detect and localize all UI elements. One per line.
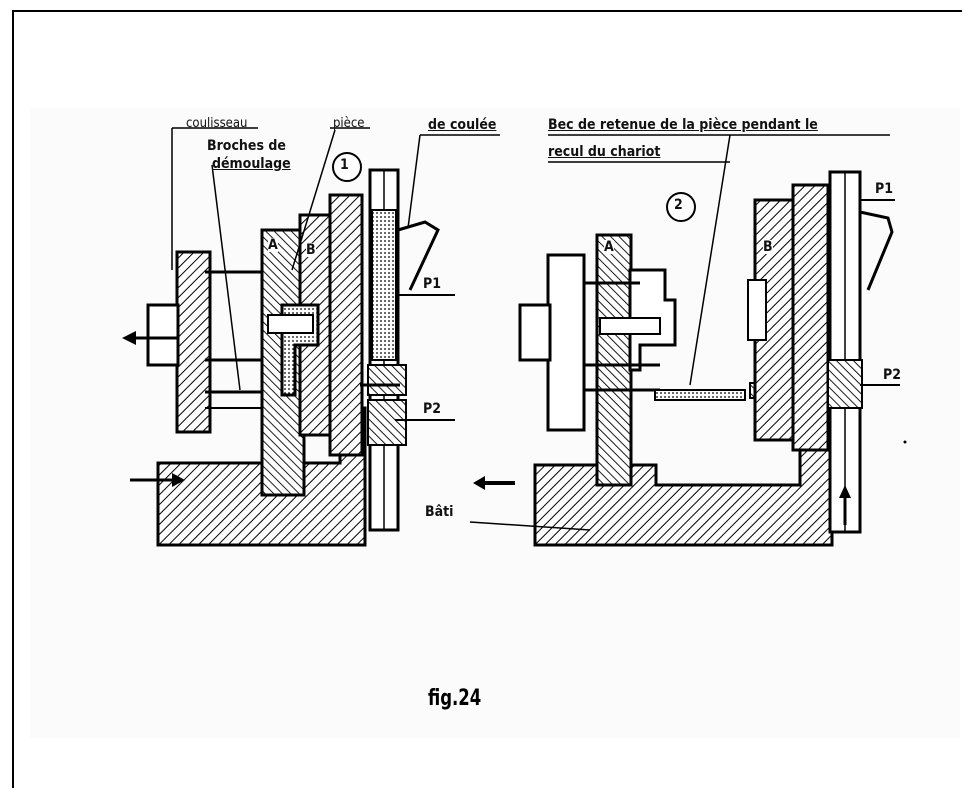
left-label-a: A <box>268 237 278 253</box>
page-frame <box>12 10 962 788</box>
left-panel-number: 1 <box>340 157 349 173</box>
right-label-b: B <box>763 239 773 255</box>
right-label-p2: P2 <box>883 367 901 383</box>
right-panel-drawing <box>469 134 907 547</box>
left-label-p2: P2 <box>423 401 441 417</box>
right-label-p1: P1 <box>875 181 893 197</box>
label-broches-line1: Broches de <box>207 138 286 154</box>
label-coulisseau: coulisseau <box>186 116 248 131</box>
left-label-p1: P1 <box>423 276 441 292</box>
left-panel-drawing <box>122 127 500 547</box>
label-de-coulee: de coulée <box>428 117 497 133</box>
right-label-a: A <box>604 239 614 255</box>
label-bec-line2: recul du chariot <box>548 144 661 160</box>
label-piece: pièce <box>333 116 365 131</box>
label-bec-line1: Bec de retenue de la pièce pendant le <box>548 117 818 133</box>
label-broches-line2: démoulage <box>212 156 291 172</box>
left-label-b: B <box>306 242 316 258</box>
right-panel-number: 2 <box>674 197 683 213</box>
figure-caption: fig.24 <box>428 686 482 711</box>
label-bati: Bâti <box>425 504 454 520</box>
